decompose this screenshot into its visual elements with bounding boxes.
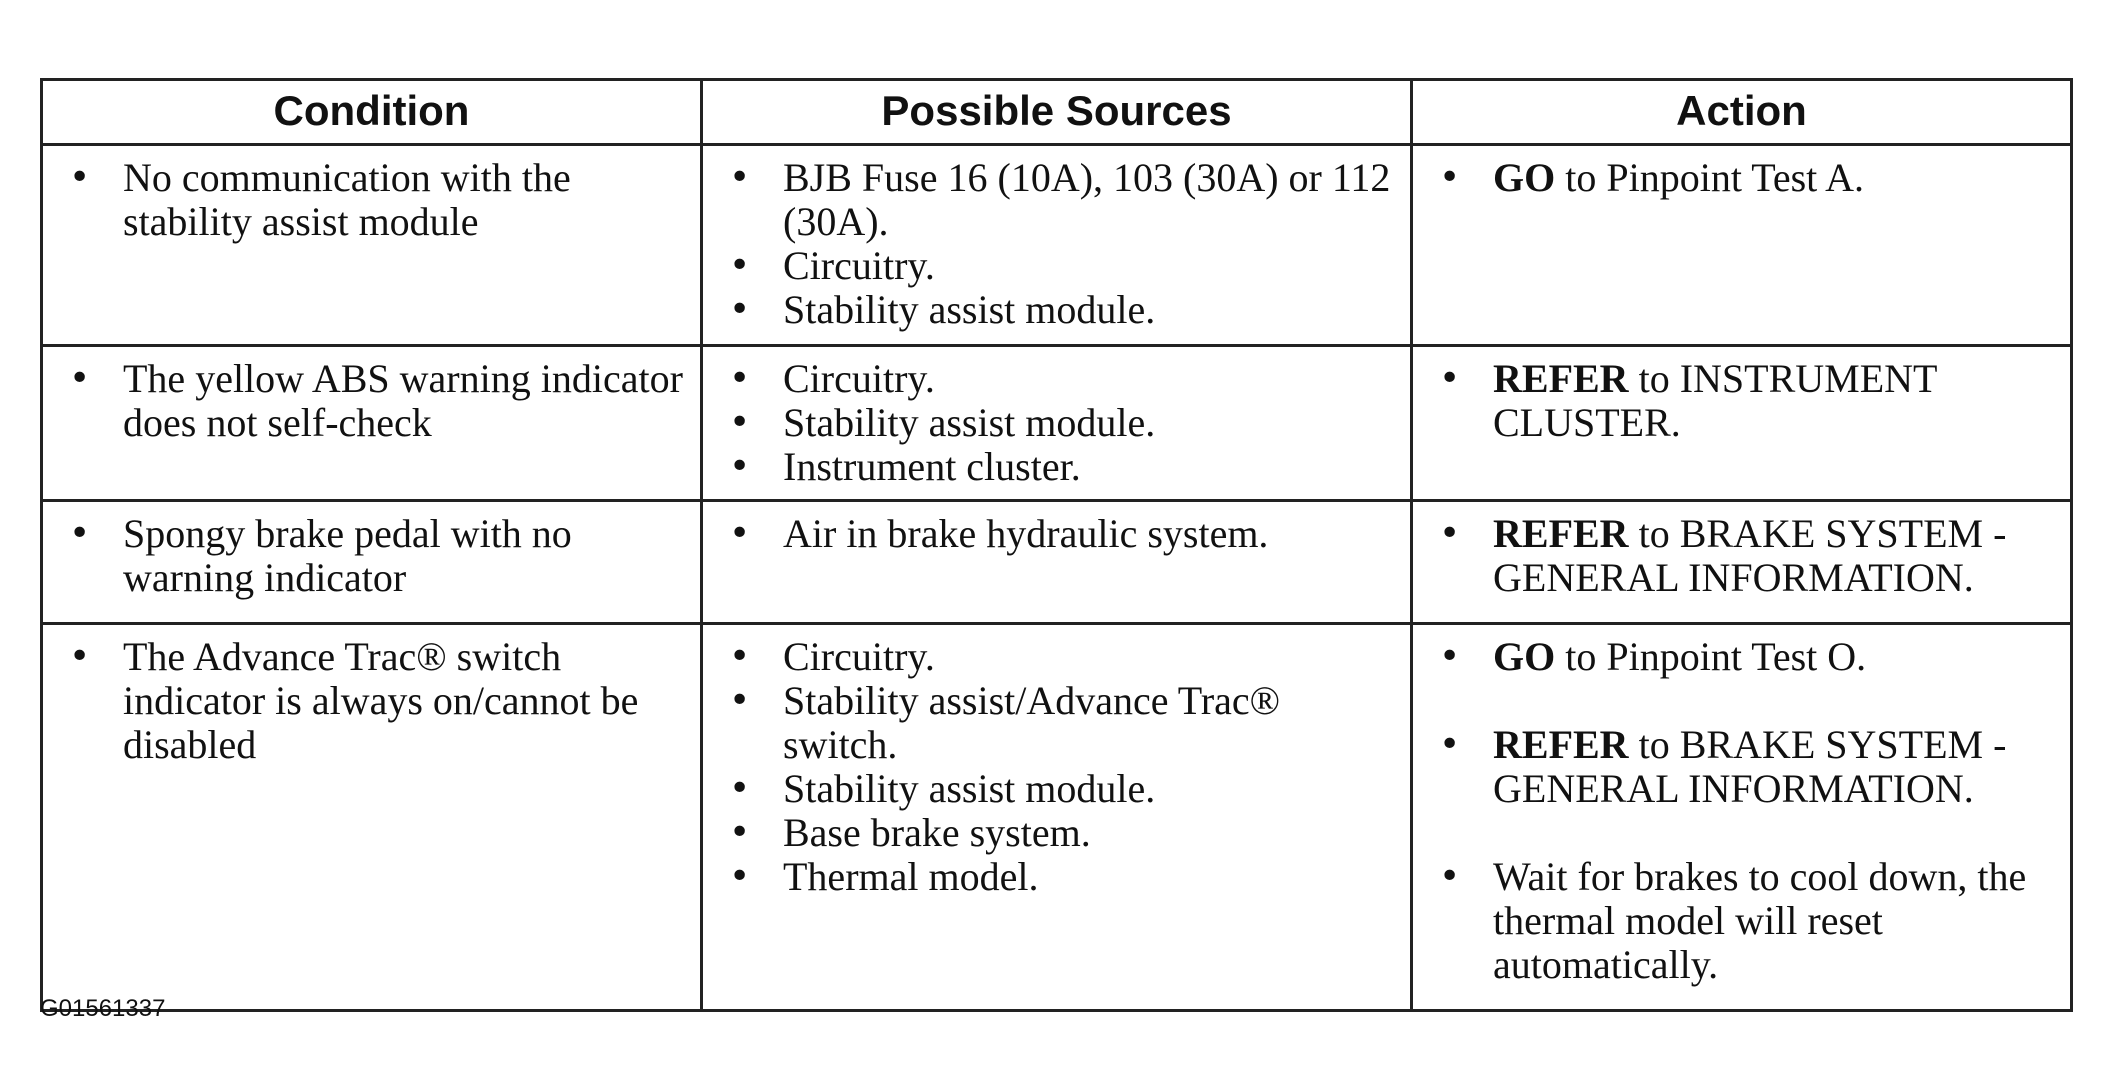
source-item: Circuitry. [721,635,1398,680]
action-keyword: GO [1493,155,1556,200]
condition-text: The yellow ABS warning indicator does no… [61,357,688,445]
source-item: Stability assist module. [721,288,1398,333]
action-item: REFER to BRAKE SYSTEM - GENERAL INFORMAT… [1431,723,2058,811]
action-item: Wait for brakes to cool down, the therma… [1431,855,2058,987]
condition-cell: Spongy brake pedal with no warning indic… [40,499,703,625]
action-text: to INSTRUMENT CLUSTER. [1493,356,1937,445]
action-text: to Pinpoint Test O. [1555,634,1867,679]
action-keyword: REFER [1493,511,1629,556]
table-row: The Advance Trac® switch indicator is al… [40,622,2073,1012]
action-item: REFER to BRAKE SYSTEM - GENERAL INFORMAT… [1431,512,2058,600]
action-cell: GO to Pinpoint Test O. REFER to BRAKE SY… [1410,622,2073,1012]
sources-cell: Circuitry. Stability assist module. Inst… [700,344,1413,502]
action-item: GO to Pinpoint Test O. [1431,634,2058,680]
action-item: GO to Pinpoint Test A. [1431,155,2058,201]
action-keyword: GO [1493,634,1556,679]
action-text: Wait for brakes to cool down, the therma… [1493,854,2027,987]
action-item: REFER to INSTRUMENT CLUSTER. [1431,357,2058,445]
sources-cell: BJB Fuse 16 (10A), 103 (30A) or 112 (30A… [700,143,1413,347]
header-possible-sources: Possible Sources [700,78,1413,146]
source-item: Stability assist module. [721,767,1398,812]
condition-cell: The Advance Trac® switch indicator is al… [40,622,703,1012]
source-item: Air in brake hydraulic system. [721,512,1398,557]
source-item: Circuitry. [721,244,1398,289]
source-item: Instrument cluster. [721,445,1398,490]
action-text: to BRAKE SYSTEM - GENERAL INFORMATION. [1493,722,2007,811]
source-item: Stability assist module. [721,401,1398,446]
source-item: Stability assist/Advance Trac® switch. [721,679,1398,767]
diagnostic-table: Condition Possible Sources Action No com… [40,78,2073,1012]
header-row: Condition Possible Sources Action [40,78,2073,146]
action-keyword: REFER [1493,722,1629,767]
source-item: BJB Fuse 16 (10A), 103 (30A) or 112 (30A… [721,156,1398,244]
action-cell: REFER to INSTRUMENT CLUSTER. [1410,344,2073,502]
condition-text: The Advance Trac® switch indicator is al… [61,635,688,767]
sources-cell: Circuitry. Stability assist/Advance Trac… [700,622,1413,1012]
action-text: to BRAKE SYSTEM - GENERAL INFORMATION. [1493,511,2007,600]
condition-cell: No communication with the stability assi… [40,143,703,347]
table-row: No communication with the stability assi… [40,143,2073,347]
sources-cell: Air in brake hydraulic system. [700,499,1413,625]
figure-id: G01561337 [40,995,166,1022]
table-row: Spongy brake pedal with no warning indic… [40,499,2073,625]
action-keyword: REFER [1493,356,1629,401]
condition-text: Spongy brake pedal with no warning indic… [61,512,688,600]
action-cell: REFER to BRAKE SYSTEM - GENERAL INFORMAT… [1410,499,2073,625]
header-condition: Condition [40,78,703,146]
condition-text: No communication with the stability assi… [61,156,688,244]
source-item: Base brake system. [721,811,1398,856]
action-text: to Pinpoint Test A. [1555,155,1864,200]
header-action: Action [1410,78,2073,146]
source-item: Thermal model. [721,855,1398,900]
action-cell: GO to Pinpoint Test A. [1410,143,2073,347]
source-item: Circuitry. [721,357,1398,402]
condition-cell: The yellow ABS warning indicator does no… [40,344,703,502]
table-row: The yellow ABS warning indicator does no… [40,344,2073,502]
